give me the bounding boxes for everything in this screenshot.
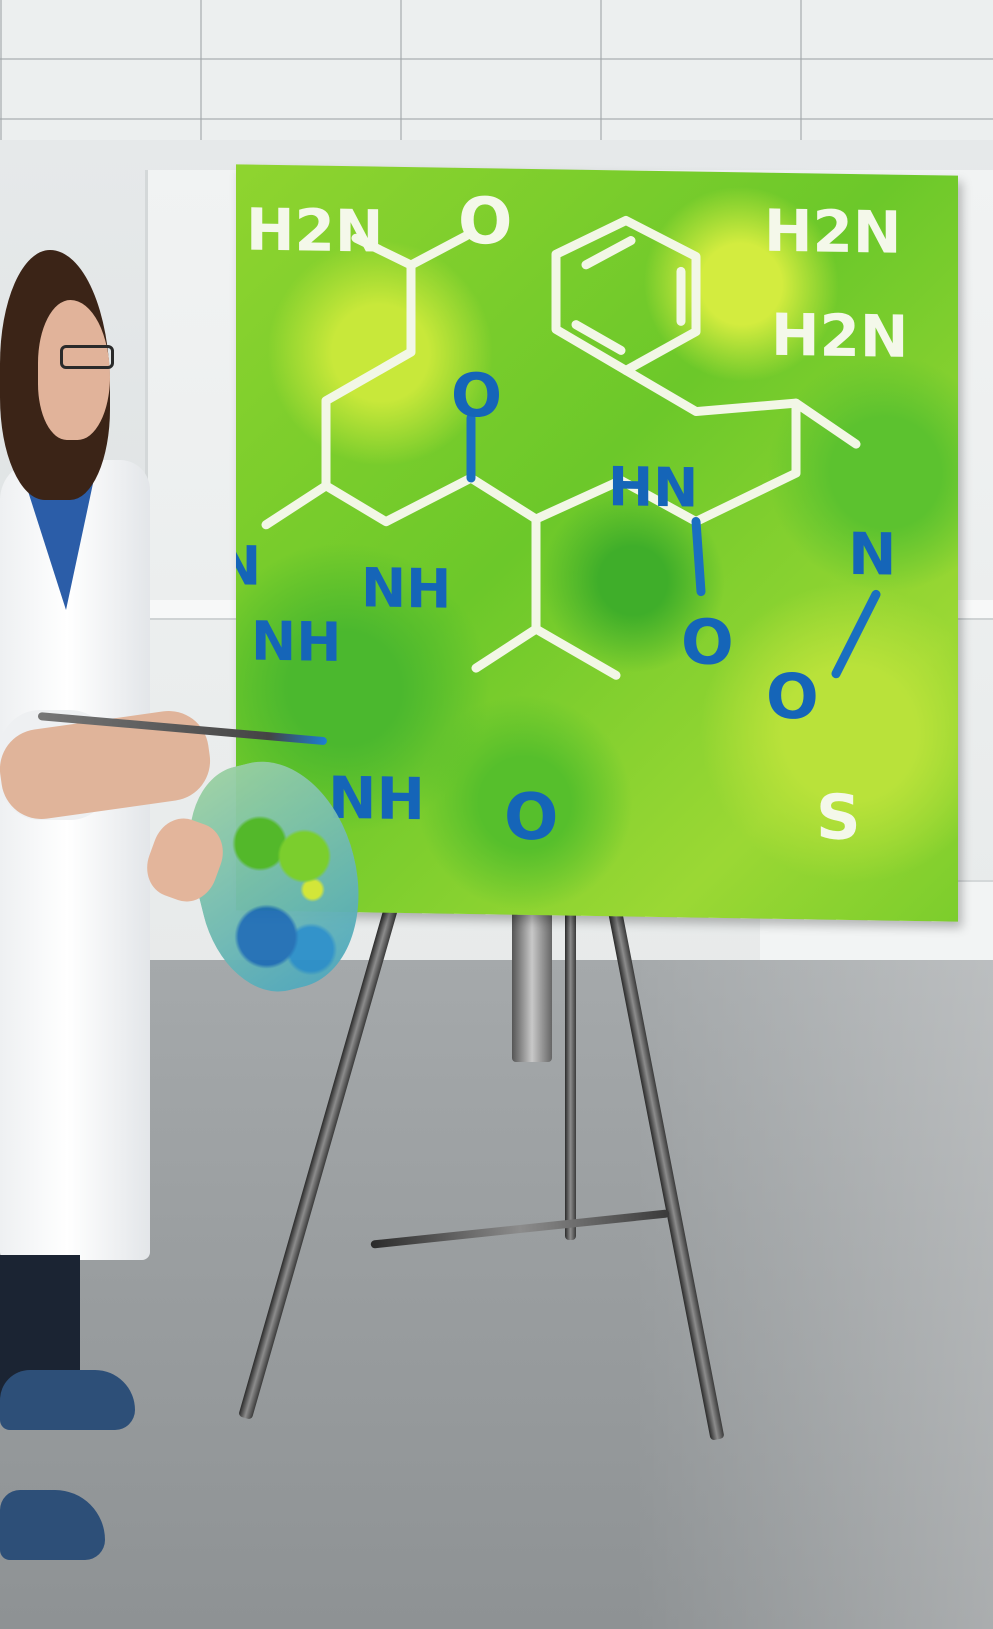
- bond-blue-right: [831, 589, 881, 679]
- label-n-right-edge: N: [848, 520, 897, 589]
- benzene-inner-bond-1: [581, 236, 636, 270]
- label-o-bottom: O: [504, 781, 558, 856]
- easel-leg-back: [565, 880, 576, 1240]
- label-o-right: O: [766, 660, 819, 734]
- floor: [0, 960, 993, 1629]
- bond-carbonyl-top: [406, 231, 471, 270]
- label-hn-ring: HN: [608, 455, 698, 519]
- molecule-painting: H2N O H2N H2N S O NH HN N NH NH O O O N: [236, 164, 958, 922]
- face: [38, 300, 110, 440]
- bond-backbone: [321, 398, 801, 527]
- label-n-left-edge: N: [236, 534, 261, 598]
- label-nh-bottom: NH: [328, 764, 425, 834]
- bond-blue-amide: [691, 517, 706, 597]
- shoe-front: [0, 1370, 135, 1430]
- eyeglasses-icon: [60, 345, 114, 369]
- ceiling-tiles: [0, 0, 993, 140]
- label-o-top: O: [458, 185, 512, 260]
- label-nh-left: NH: [251, 610, 341, 674]
- bond-side-branch: [531, 624, 621, 680]
- label-h2n-top-left: H2N: [246, 195, 383, 265]
- bond-side-chain: [471, 514, 541, 673]
- label-o-amide: O: [681, 605, 734, 679]
- bond-ring-link: [621, 365, 861, 449]
- label-s-bottom-right: S: [816, 780, 861, 854]
- label-nh-mid: NH: [361, 556, 451, 620]
- lab-coat: [0, 460, 150, 1260]
- molecule-structure: H2N O H2N H2N S O NH HN N NH NH O O O N: [236, 185, 908, 856]
- benzene-inner-bond-2: [571, 320, 626, 355]
- label-o-carbonyl: O: [451, 361, 502, 432]
- label-h2n-top-right-2: H2N: [771, 301, 908, 371]
- bond-chain-top: [261, 233, 416, 530]
- shoe-back: [0, 1490, 105, 1560]
- label-h2n-top-right-1: H2N: [764, 197, 901, 267]
